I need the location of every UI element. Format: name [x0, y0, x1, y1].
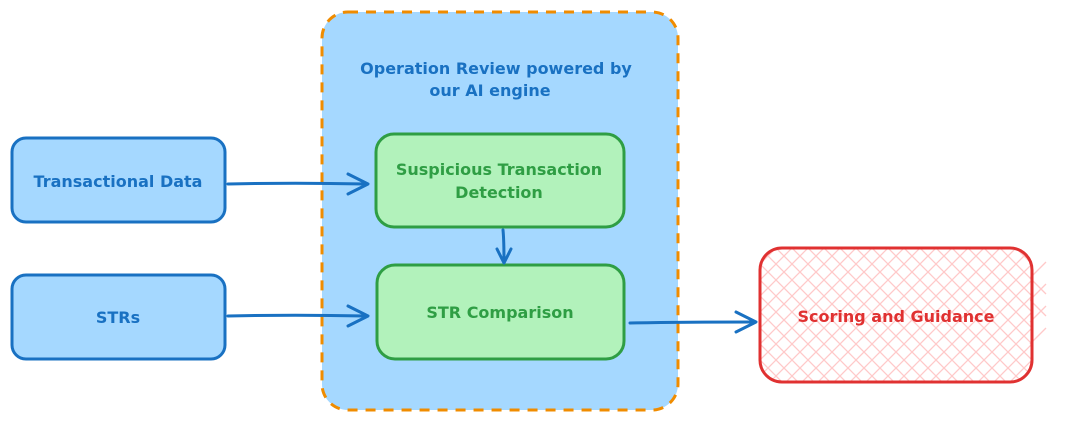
step-detection-label-line2: Detection [455, 183, 543, 202]
group-title-line1: Operation Review powered by [360, 59, 632, 78]
output-label: Scoring and Guidance [798, 307, 995, 326]
step-detection-label-line1: Suspicious Transaction [396, 160, 602, 179]
output-scoring-and-guidance: Scoring and Guidance [758, 246, 1047, 384]
arrow-detection-to-comparison [495, 228, 513, 265]
input-transactional-data: Transactional Data [10, 136, 227, 224]
step-str-comparison: STR Comparison [375, 263, 626, 361]
input-transactional-data-label: Transactional Data [34, 172, 203, 191]
step-suspicious-transaction-detection: Suspicious Transaction Detection [374, 132, 626, 229]
arrow-strs-to-comparison [226, 304, 370, 328]
arrow-data-to-detection [226, 172, 370, 196]
input-strs: STRs [10, 273, 227, 361]
input-strs-label: STRs [96, 308, 140, 327]
group-title-line2: our AI engine [429, 81, 550, 100]
step-str-comparison-label: STR Comparison [426, 303, 573, 322]
arrow-comparison-to-output [628, 310, 758, 334]
